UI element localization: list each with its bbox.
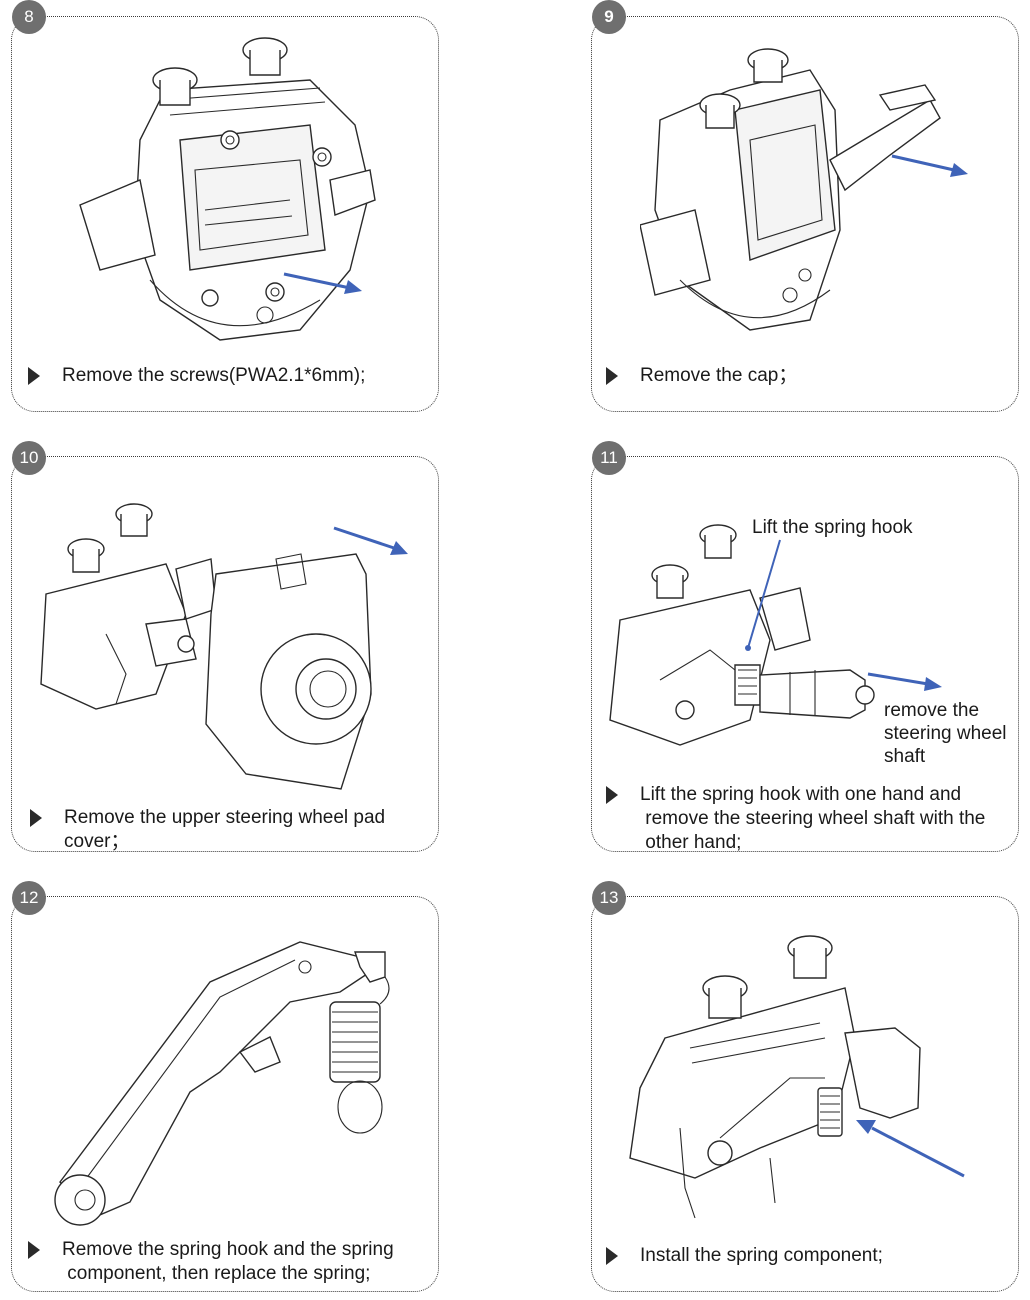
step-instruction-11: Lift the spring hook with one hand and r… (606, 783, 1016, 855)
triangle-right-icon (606, 786, 618, 804)
step-number-badge: 13 (592, 881, 626, 915)
triangle-right-icon (606, 367, 618, 385)
step-number-badge: 11 (592, 441, 626, 475)
step-card-10 (11, 456, 439, 852)
step-card-11 (591, 456, 1019, 852)
device-illustration-step-11 (609, 524, 875, 746)
pointer-line (745, 539, 781, 651)
step-text: Install the spring component; (640, 1245, 883, 1266)
device-illustration-step-10 (40, 503, 372, 790)
step-text: Remove the upper steering wheel pad cove… (64, 807, 386, 852)
device-illustration-step-8 (79, 37, 376, 341)
device-illustration-step-13 (629, 935, 921, 1219)
step-text: Lift the spring hook with one hand and r… (640, 784, 986, 853)
triangle-right-icon (28, 1241, 40, 1259)
step-instruction-10: Remove the upper steering wheel pad cove… (30, 806, 430, 854)
step-card-9 (591, 16, 1019, 412)
step-card-12 (11, 896, 439, 1292)
device-illustration-step-9 (640, 48, 941, 331)
step-instruction-8: Remove the screws(PWA2.1*6mm); (28, 364, 428, 388)
blue-arrow-icon (867, 672, 942, 691)
step-number-badge: 12 (12, 881, 46, 915)
triangle-right-icon (606, 1247, 618, 1265)
step-number-badge: 9 (592, 0, 626, 34)
blue-arrow-icon (283, 272, 362, 294)
step-text: Remove the cap； (640, 365, 798, 386)
step-instruction-9: Remove the cap； (606, 364, 1006, 388)
step-card-13 (591, 896, 1019, 1292)
step-number-badge: 10 (12, 441, 46, 475)
triangle-right-icon (28, 367, 40, 385)
spring-hook-illustration (54, 941, 390, 1226)
step-instruction-12: Remove the spring hook and the spring co… (28, 1238, 428, 1286)
blue-arrow-icon (891, 154, 968, 177)
blue-arrow-icon (333, 526, 408, 555)
step-text: Remove the spring hook and the spring co… (62, 1239, 394, 1284)
callout-steering-shaft: remove the steering wheel shaft (884, 700, 1007, 767)
step-number-badge: 8 (12, 0, 46, 34)
callout-spring-hook: Lift the spring hook (752, 517, 913, 538)
triangle-right-icon (30, 809, 42, 827)
step-text: Remove the screws(PWA2.1*6mm); (62, 365, 366, 386)
blue-arrow-icon (856, 1120, 965, 1178)
step-card-8 (11, 16, 439, 412)
step-instruction-13: Install the spring component; (606, 1244, 1006, 1268)
